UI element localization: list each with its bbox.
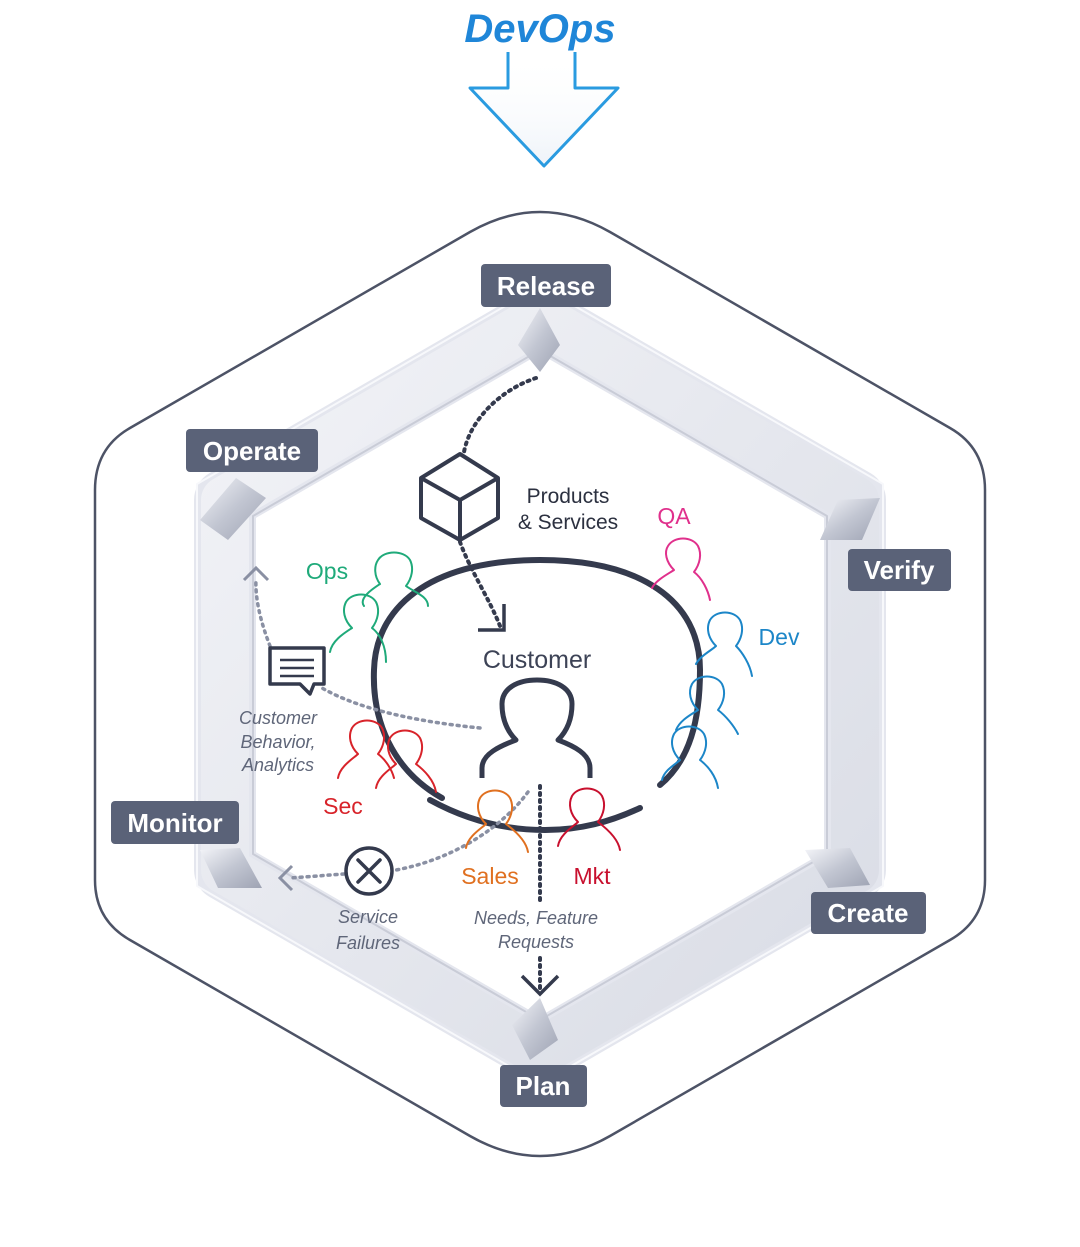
team-sec-label: Sec: [323, 793, 363, 819]
behavior-label-line2: Behavior,: [240, 732, 315, 752]
stage-operate-label: Operate: [203, 436, 301, 466]
stage-monitor: Monitor: [111, 801, 239, 844]
sales-person-icon: [465, 789, 529, 853]
lifecycle-ring: [194, 285, 886, 1085]
team-sales-label: Sales: [461, 863, 519, 889]
stage-release-label: Release: [497, 271, 595, 301]
ops-people-icon: [329, 551, 429, 663]
failures-flow-dots-2: [288, 872, 346, 880]
stage-release: Release: [481, 264, 611, 307]
products-label-line1: Products: [527, 485, 610, 508]
qa-person-icon: [651, 537, 711, 601]
behavior-arrow-icon: [242, 565, 270, 582]
release-flow-dots: [462, 376, 538, 454]
team-ops-label: Ops: [306, 558, 348, 584]
stage-plan-label: Plan: [516, 1071, 571, 1101]
down-arrow-icon: [468, 52, 620, 168]
stage-operate: Operate: [186, 429, 318, 472]
stage-monitor-label: Monitor: [127, 808, 222, 838]
failures-label-line1: Service: [338, 907, 398, 927]
stage-plan: Plan: [500, 1065, 587, 1107]
error-icon: [344, 846, 394, 896]
stage-verify-label: Verify: [864, 555, 935, 585]
needs-arrow-icon: [520, 974, 560, 997]
team-mkt-label: Mkt: [573, 863, 611, 889]
stage-create-label: Create: [828, 898, 909, 928]
failures-label-line2: Failures: [336, 933, 400, 953]
devops-title: DevOps: [464, 7, 615, 51]
sec-people-icon: [337, 719, 437, 793]
behavior-flow-dots: [320, 686, 482, 730]
needs-label-line1: Needs, Feature: [474, 908, 598, 928]
customer-ring: [370, 556, 704, 801]
products-flow-dots: [458, 540, 502, 628]
failures-arrow-icon: [277, 864, 294, 892]
customer-icon: [479, 677, 593, 778]
products-label-line2: & Services: [518, 511, 618, 534]
chat-icon: [268, 646, 326, 696]
customer-label: Customer: [483, 646, 591, 674]
needs-label-line2: Requests: [498, 932, 574, 952]
failures-flow-dots: [394, 790, 530, 872]
dev-people-icon: [661, 611, 753, 789]
stage-create: Create: [811, 892, 926, 934]
mkt-person-icon: [557, 787, 621, 851]
cube-icon: [419, 452, 500, 542]
behavior-flow-dots-2: [254, 576, 272, 648]
behavior-label-line1: Customer: [239, 708, 318, 728]
behavior-label-line3: Analytics: [241, 755, 314, 775]
team-qa-label: QA: [657, 503, 691, 529]
team-dev-label: Dev: [759, 624, 800, 650]
products-arrow-icon: [478, 604, 506, 632]
stage-verify: Verify: [848, 549, 951, 591]
